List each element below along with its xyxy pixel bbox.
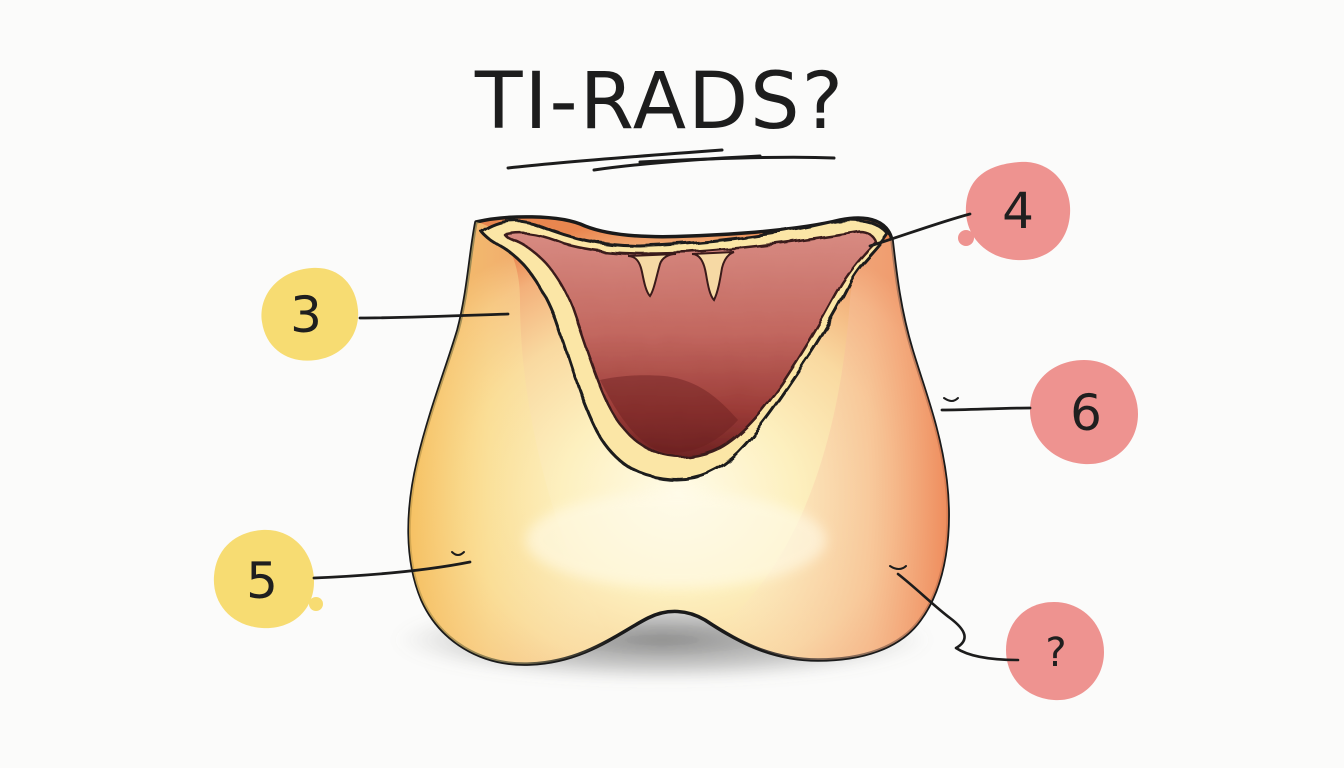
thyroid-gland [407,215,950,666]
cavity-notch [627,253,677,298]
title-underline [506,148,724,170]
badge-3-blob [261,267,359,361]
isthmus-cavity [503,230,878,459]
cavity-depth [600,375,738,453]
leader-line-6 [940,406,1032,412]
badge-5-group: 5 [213,529,472,629]
leader-line-4 [868,212,972,248]
badge-3-group: 3 [261,267,510,361]
badge-5-drip [309,597,323,611]
title: TI-RADS? [474,57,845,147]
title-underline [638,155,836,164]
cavity-notch [691,251,735,302]
badge-q-blob [1006,602,1104,701]
badge-4-drip [958,230,974,246]
leader-tick-5 [451,551,465,556]
badge-6-label: 6 [1070,384,1102,442]
badge-3-label: 3 [290,286,322,344]
badge-q-label: ? [1045,630,1066,676]
leader-tick-q [889,565,907,570]
badge-5-blob [213,529,314,629]
leader-line-5 [312,560,472,580]
gland-highlight [526,492,826,588]
badge-4-label: 4 [1002,182,1034,240]
title-group: TI-RADS? [474,57,845,172]
badge-4-group: 4 [868,161,1071,261]
badge-q-group: ? [889,565,1104,701]
right-lobe-tint [720,239,949,660]
badge-4-blob [965,161,1071,261]
leader-line-3 [358,312,510,320]
badge-6-blob [1030,360,1138,465]
leader-tick-6 [943,397,959,402]
badge-6-group: 6 [940,360,1138,465]
badge-5-label: 5 [246,552,278,610]
leader-line-q [896,572,1020,662]
